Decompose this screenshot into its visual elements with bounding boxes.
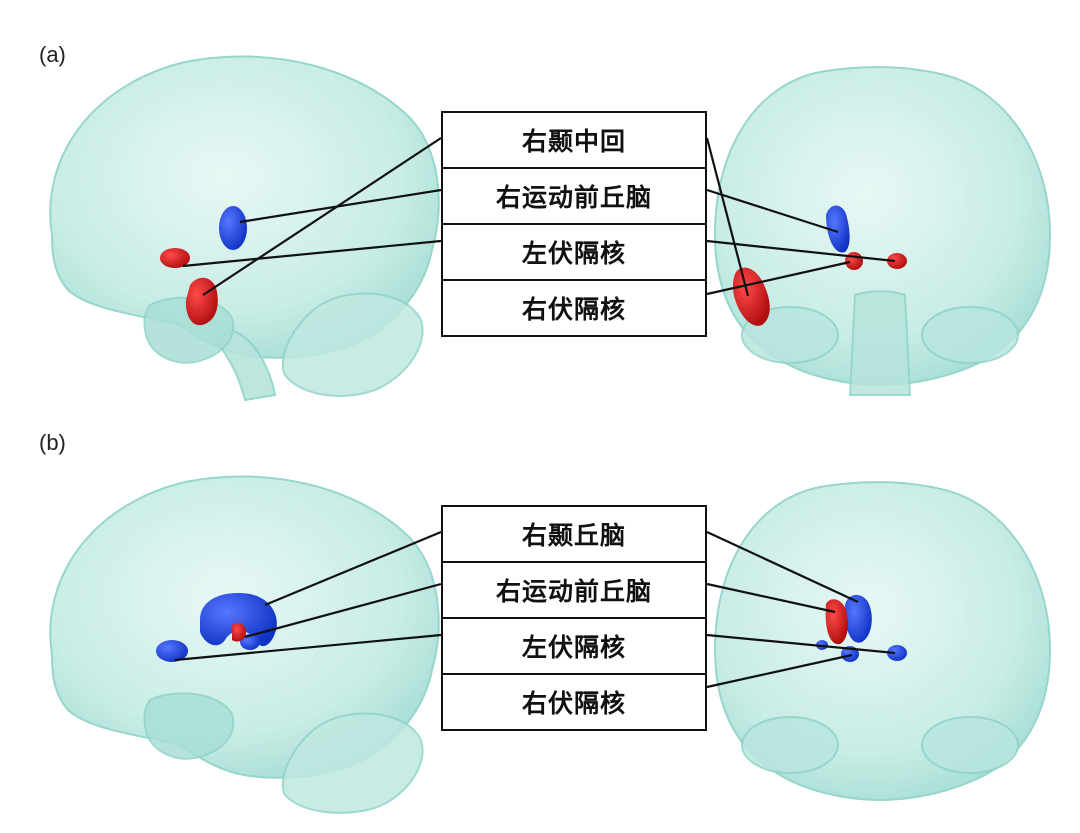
cerebellum-right-coronal-b (921, 716, 1019, 774)
label-a-2: 右运动前丘脑 (443, 167, 705, 223)
cerebellum-lateral-b (281, 712, 424, 814)
region-blue-lateral-b2 (240, 634, 260, 650)
leader-b-3-left (174, 633, 442, 662)
region-red-coronal-a2 (887, 253, 907, 269)
region-blue-coronal-b4 (887, 645, 907, 661)
coronal-brain-a (713, 66, 1052, 396)
leader-lines-a (182, 137, 896, 297)
label-b-3: 左伏隔核 (443, 617, 705, 673)
label-a-4: 右伏隔核 (443, 279, 705, 335)
leader-b-3-right (706, 633, 896, 655)
leader-b-4-right (706, 653, 853, 689)
cerebellum-right-coronal (921, 306, 1019, 364)
lateral-brain-a (49, 55, 440, 402)
coronal-brain-b (713, 481, 1052, 802)
region-red-lateral-a1 (160, 248, 190, 268)
leader-b-1-left (264, 530, 442, 607)
leader-a-1-left (202, 137, 442, 296)
label-b-2: 右运动前丘脑 (443, 561, 705, 617)
leader-a-2-left (239, 188, 442, 224)
leader-a-3-left (182, 239, 442, 268)
cerebrum-coronal (713, 66, 1052, 387)
region-blue-lateral-a (219, 206, 247, 250)
region-blue-coronal-b1 (844, 594, 872, 643)
region-red-coronal-a1 (845, 252, 863, 270)
leader-a-2-right (706, 188, 839, 234)
lateral-brain-b (49, 475, 440, 814)
region-red-lateral-b (232, 622, 246, 642)
leader-b-2-left (244, 582, 442, 639)
region-blue-lateral-b3 (156, 640, 188, 662)
leader-b-1-right (706, 531, 859, 603)
leader-a-3-right (706, 239, 896, 263)
label-a-3: 左伏隔核 (443, 223, 705, 279)
cerebellum-lateral (281, 292, 424, 397)
label-box-a: 右颞中回 右运动前丘脑 左伏隔核 右伏隔核 (441, 111, 707, 337)
label-box-b: 右颞丘脑 右运动前丘脑 左伏隔核 右伏隔核 (441, 505, 707, 731)
brainstem-coronal (848, 290, 912, 396)
leader-b-2-right (706, 582, 836, 614)
leader-lines-b (174, 530, 896, 689)
cerebrum-lateral (49, 55, 440, 359)
cerebellum-left-coronal-b (741, 716, 839, 774)
panel-label-b: (b) (39, 430, 66, 455)
leader-a-1-right (705, 137, 750, 297)
panel-label-a: (a) (39, 42, 66, 67)
temporal-lobe-lateral-b (143, 692, 235, 760)
brainstem-lateral (213, 328, 277, 402)
leader-a-4-right (706, 260, 851, 296)
label-a-1: 右颞中回 (521, 127, 626, 156)
label-b-1: 右颞丘脑 (521, 521, 626, 550)
region-blue-coronal-a (826, 205, 850, 253)
label-b-4: 右伏隔核 (443, 673, 705, 729)
